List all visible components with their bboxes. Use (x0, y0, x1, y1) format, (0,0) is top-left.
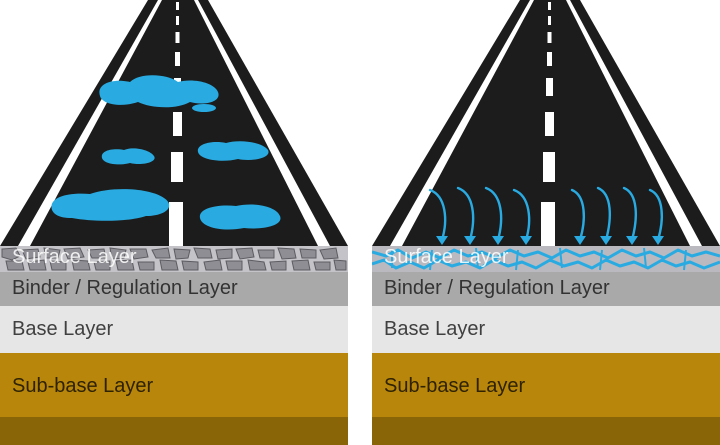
subgrade-layer (0, 417, 348, 445)
drain-arrow (622, 186, 637, 242)
stone (27, 259, 47, 271)
water-puddles (51, 75, 281, 230)
stone (235, 247, 255, 260)
stone (225, 260, 243, 271)
puddle (192, 104, 216, 112)
sub-base-layer-label: Sub-base Layer (384, 375, 526, 397)
stone (1, 247, 21, 261)
stone-texture (0, 246, 348, 272)
drainage-arrowheads (436, 236, 664, 245)
stone (277, 247, 297, 260)
stone (129, 248, 149, 260)
stone (87, 248, 107, 259)
stone (109, 247, 127, 260)
puddle (101, 148, 155, 165)
porous-road-diagram: Surface Layer Binder / Regulation Layer … (372, 0, 720, 445)
stone (5, 260, 25, 271)
drain-arrow (484, 186, 503, 242)
drainage-arrows (428, 186, 663, 242)
drain-arrow (512, 188, 531, 242)
stone (257, 249, 275, 259)
stone (63, 247, 85, 260)
base-layer-label: Base Layer (12, 318, 114, 340)
drain-arrow (648, 188, 663, 242)
left-edge-line (18, 0, 162, 246)
sub-base-layer: Sub-base Layer (0, 353, 348, 417)
stone (93, 260, 111, 271)
stone (49, 260, 67, 271)
base-layer-label: Base Layer (384, 318, 486, 340)
water-channel (372, 258, 720, 270)
stone (203, 259, 223, 271)
puddle (197, 141, 269, 161)
porous-surface-layer: Surface Layer (372, 246, 720, 272)
stone (181, 260, 199, 271)
binder-layer-label: Binder / Regulation Layer (12, 277, 238, 299)
stone (319, 247, 339, 260)
stone (159, 259, 179, 271)
water-channel (372, 248, 720, 260)
base-layer: Base Layer (372, 306, 720, 353)
sub-base-layer-label: Sub-base Layer (12, 375, 154, 397)
surface-layer-label: Surface Layer (12, 246, 137, 268)
drain-arrow (456, 186, 475, 242)
stone (173, 248, 191, 260)
subgrade-layer (372, 417, 720, 445)
stone (299, 248, 317, 259)
left-edge-line (390, 0, 534, 246)
surface-layer: Surface Layer (0, 246, 348, 272)
road-surface-illustration (372, 0, 720, 246)
drain-arrow (596, 186, 611, 242)
stone (115, 259, 135, 271)
puddle (199, 204, 281, 230)
stone (71, 259, 91, 271)
stone (21, 248, 41, 260)
drain-arrow (428, 188, 447, 242)
porous-texture (372, 246, 720, 272)
base-layer: Base Layer (0, 306, 348, 353)
stone (215, 248, 233, 260)
center-dashes (541, 2, 555, 246)
stone (333, 259, 347, 271)
puddle (51, 189, 170, 221)
puddle (99, 75, 219, 108)
binder-layer-label: Binder / Regulation Layer (384, 277, 610, 299)
conventional-road-diagram: Surface Layer Binder / Regulation Layer … (0, 0, 348, 445)
stone (193, 247, 213, 259)
stone (291, 259, 311, 271)
binder-layer: Binder / Regulation Layer (0, 272, 348, 306)
stone (313, 261, 331, 271)
road-surface-illustration (0, 0, 348, 246)
binder-layer: Binder / Regulation Layer (372, 272, 720, 306)
right-edge-line (566, 0, 702, 246)
stone (247, 259, 267, 271)
stone (137, 261, 155, 271)
stone (151, 247, 171, 259)
right-edge-line (194, 0, 330, 246)
drain-arrow (570, 188, 585, 242)
stone (43, 247, 61, 259)
stone (269, 260, 287, 271)
surface-layer-label: Surface Layer (384, 246, 509, 268)
sub-base-layer: Sub-base Layer (372, 353, 720, 417)
